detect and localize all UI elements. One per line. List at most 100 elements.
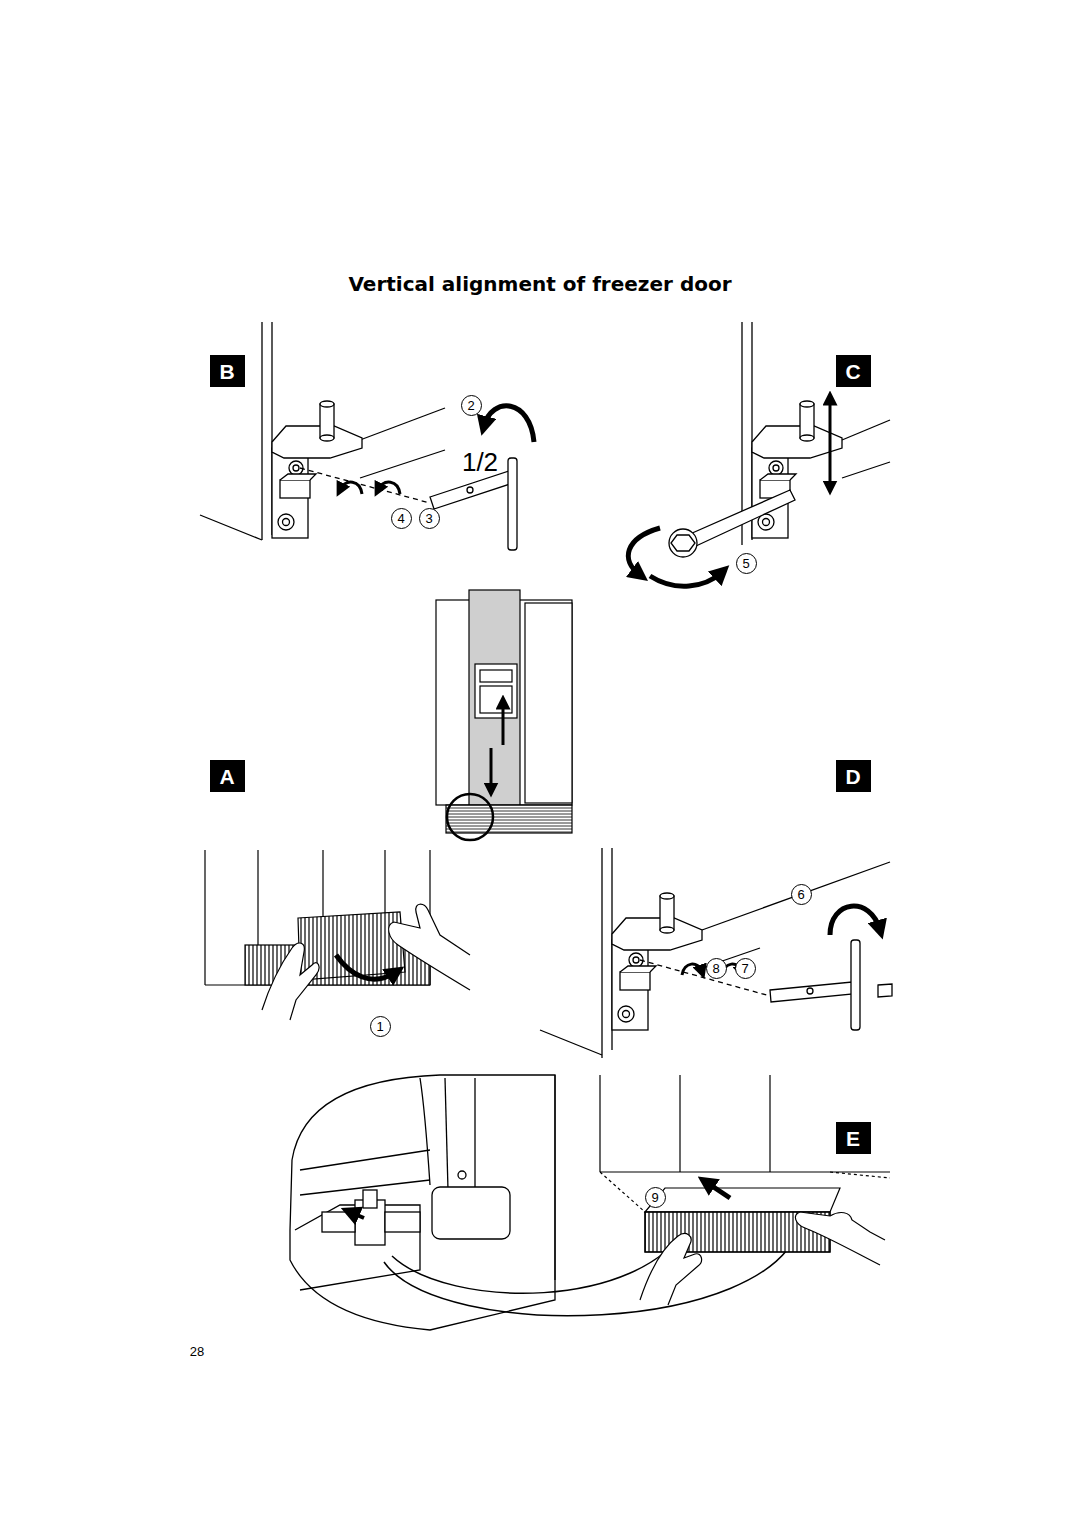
panel-letter: A	[219, 766, 234, 787]
hinge-panel-d-part	[612, 893, 702, 1030]
hinge-panel-b-part	[360, 450, 445, 478]
hinge-panel-c-part	[842, 462, 890, 478]
clip-detail-part	[290, 1075, 555, 1330]
grille-refit-e	[555, 1075, 890, 1305]
hinge-panel-d-part	[851, 940, 860, 1030]
hinge-panel-b-part	[360, 408, 445, 440]
hinge-panel-b-part	[272, 401, 362, 538]
hinge-panel-b-part	[300, 468, 430, 503]
clip-detail-part	[445, 1078, 448, 1190]
hinge-panel-d-part	[702, 862, 890, 930]
grille-removal-a	[205, 850, 470, 1020]
callout-circle: 4	[391, 508, 412, 529]
turn-amount: 1/2	[462, 449, 498, 475]
hinge-panel-b-part	[430, 470, 516, 509]
panel-letter-box: D	[836, 760, 871, 792]
hinge-panel-c	[628, 322, 890, 586]
callout-number: 5	[742, 557, 749, 570]
panel-letter-box: E	[836, 1122, 871, 1154]
panel-letter-box: B	[210, 355, 245, 387]
callout-number: 6	[797, 888, 804, 901]
hinge-panel-c-part	[671, 535, 695, 551]
hinge-panel-b-part	[508, 458, 517, 550]
grille-refit-e-part	[600, 1171, 890, 1172]
callout-number: 4	[397, 512, 404, 525]
grille-removal-a-part	[336, 955, 396, 979]
hinge-panel-b-part	[467, 487, 473, 493]
hinge-panel-c-part	[829, 398, 832, 488]
grille-refit-e-part	[600, 1172, 645, 1212]
fridge-overview-part	[480, 670, 512, 682]
hinge-panel-d-part	[540, 1030, 602, 1055]
grille-refit-e-part	[830, 1172, 890, 1178]
grille-refit-e-part	[599, 1075, 600, 1172]
fridge-overview-part	[475, 664, 517, 718]
hinge-panel-d-part	[601, 848, 602, 1058]
hinge-panel-b-part	[378, 482, 400, 494]
grille-refit-e-part	[706, 1182, 730, 1198]
callout-number: 7	[741, 962, 748, 975]
hinge-panel-b-part	[200, 515, 262, 540]
fridge-overview-part	[490, 748, 493, 790]
grille-removal-a-part	[389, 904, 470, 990]
panel-letter: E	[846, 1128, 860, 1149]
callout-number: 2	[467, 399, 474, 412]
callout-circle: 5	[736, 553, 757, 574]
callout-circle: 1	[370, 1016, 391, 1037]
grille-removal-a-part	[257, 850, 258, 945]
hinge-panel-c-part	[650, 572, 722, 586]
callout-circle: 3	[419, 508, 440, 529]
hinge-panel-d	[540, 848, 892, 1058]
callout-number: 8	[712, 962, 719, 975]
callout-circle: 8	[706, 958, 727, 979]
fridge-overview-part	[469, 590, 520, 805]
fridge-overview	[436, 590, 572, 840]
grille-removal-a-part	[204, 850, 205, 985]
panel-letter: D	[845, 766, 860, 787]
grille-refit-e-part	[769, 1075, 770, 1172]
panel-letter-box: A	[210, 760, 245, 792]
page-title: Vertical alignment of freezer door	[348, 272, 731, 296]
callout-circle: 6	[791, 884, 812, 905]
hinge-panel-d-part	[682, 964, 702, 975]
clip-detail-part	[458, 1171, 466, 1179]
page-number: 28	[190, 1345, 204, 1358]
clip-detail-part	[300, 1150, 430, 1170]
hinge-panel-d-part	[770, 982, 853, 1002]
callout-circle: 7	[735, 958, 756, 979]
clip-detail-part	[322, 1212, 355, 1232]
panel-letter: C	[845, 361, 860, 382]
fridge-overview-part	[525, 603, 572, 803]
clip-detail-part	[385, 1212, 420, 1232]
callout-number: 1	[376, 1020, 383, 1033]
hinge-panel-c-part	[842, 420, 890, 440]
clip-detail-part	[392, 1225, 688, 1293]
hinge-panel-d-part	[807, 988, 813, 994]
grille-refit-e-part	[640, 1234, 702, 1305]
panel-letter: B	[219, 361, 234, 382]
hinge-panel-c-part	[690, 490, 795, 546]
hinge-panel-d-part	[878, 984, 892, 997]
clip-detail-part	[363, 1190, 377, 1208]
clip-detail-part	[350, 1212, 364, 1218]
fridge-overview-part	[447, 794, 493, 840]
fridge-overview-part	[502, 702, 505, 745]
hinge-panel-d-part	[830, 906, 880, 935]
hinge-panel-b-part	[261, 322, 262, 540]
callout-circle: 2	[461, 395, 482, 416]
grille-removal-a-part	[262, 943, 319, 1020]
callout-number: 9	[651, 1191, 658, 1204]
clip-detail-part	[474, 1078, 475, 1190]
grille-refit-e-part	[679, 1075, 680, 1172]
hinge-panel-b-part	[484, 406, 534, 442]
hinge-panel-b	[200, 322, 534, 550]
grille-refit-e-part	[645, 1188, 840, 1212]
hinge-panel-b-part	[340, 482, 362, 494]
hinge-panel-c-part	[628, 528, 660, 575]
callout-number: 3	[425, 512, 432, 525]
fridge-overview-part	[446, 805, 572, 833]
hinge-panel-c-part	[669, 529, 697, 557]
